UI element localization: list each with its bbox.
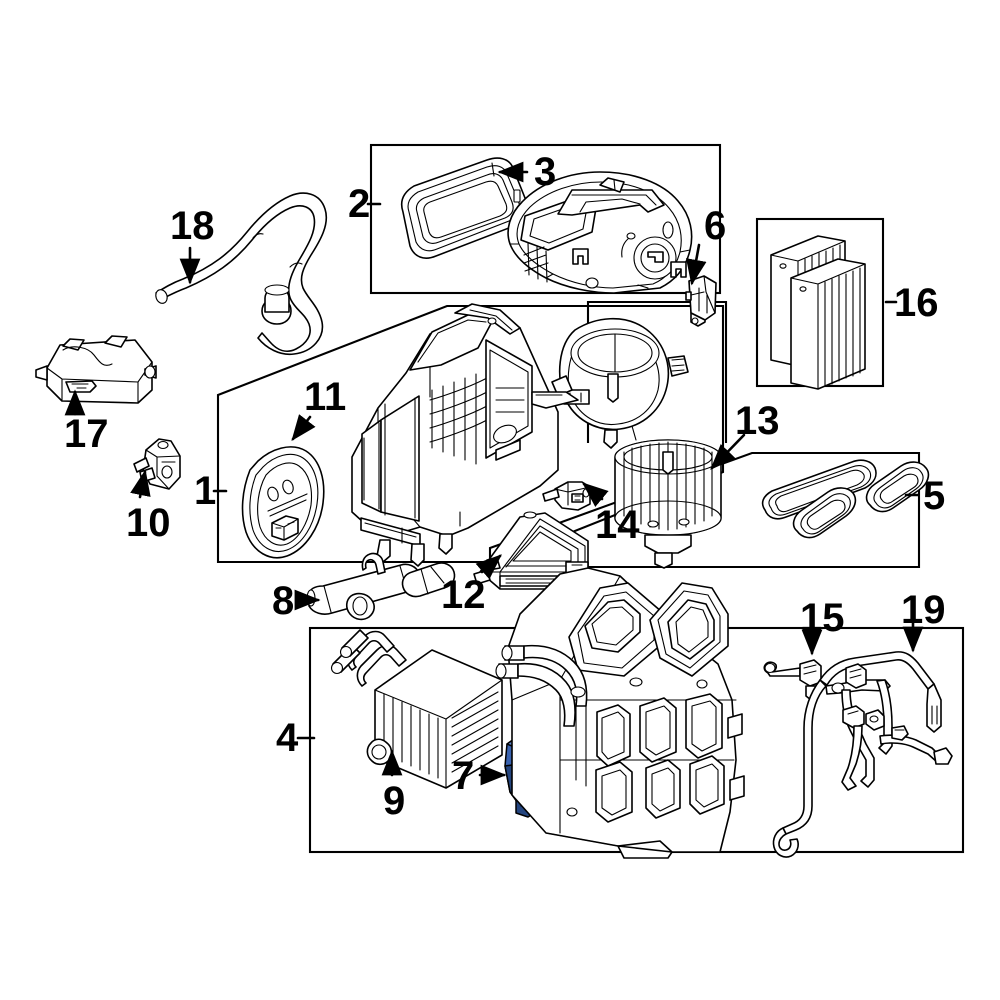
- callout-label-17[interactable]: 17: [64, 412, 109, 456]
- callout-label-5[interactable]: 5: [923, 474, 946, 518]
- part-hvac-wiring-harness: [772, 651, 953, 858]
- part-heater-core: [330, 629, 503, 789]
- callout-label-2[interactable]: 2: [348, 182, 371, 226]
- part-blower-motor-wheel: [614, 439, 722, 569]
- callout-label-11[interactable]: 11: [304, 375, 347, 419]
- callout-label-16[interactable]: 16: [894, 281, 939, 325]
- callout-label-4[interactable]: 4: [276, 716, 299, 760]
- group-box-2: [369, 143, 722, 295]
- callout-label-1[interactable]: 1: [194, 469, 217, 513]
- callout-label-6[interactable]: 6: [704, 204, 727, 248]
- part-in-car-temperature-sensor: [542, 481, 591, 511]
- part-air-inlet-seal: [400, 157, 528, 259]
- callout-label-18[interactable]: 18: [170, 204, 215, 248]
- part-case-side-cover: [241, 446, 325, 559]
- part-duct-seal-kit: [761, 459, 930, 539]
- callout-label-15[interactable]: 15: [800, 596, 845, 640]
- part-main-hvac-housing: [495, 567, 745, 859]
- part-hvac-control-module: [35, 335, 157, 404]
- callout-label-8[interactable]: 8: [272, 579, 295, 623]
- part-hvac-case-assembly: [351, 303, 689, 567]
- part-drain-hose: [155, 192, 328, 356]
- part-blower-case: [507, 171, 693, 294]
- part-evaporator-temperature-sensor: [133, 438, 181, 490]
- part-sunload-sensor-lead: [763, 659, 822, 701]
- part-blower-resistor: [685, 275, 717, 327]
- callout-label-19[interactable]: 19: [901, 588, 946, 632]
- callout-label-9[interactable]: 9: [383, 779, 406, 823]
- callout-label-13[interactable]: 13: [735, 399, 780, 443]
- callout-label-14[interactable]: 14: [595, 503, 640, 547]
- callout-label-7[interactable]: 7: [452, 754, 475, 798]
- callout-label-12[interactable]: 12: [441, 573, 486, 617]
- callout-label-10[interactable]: 10: [126, 501, 171, 545]
- group-box-1: [216, 304, 725, 564]
- callout-leaders: [64, 161, 924, 786]
- callout-label-3[interactable]: 3: [534, 150, 557, 194]
- part-cabin-air-filter-set: [770, 235, 866, 390]
- part-suction-discharge-tube: [306, 552, 456, 621]
